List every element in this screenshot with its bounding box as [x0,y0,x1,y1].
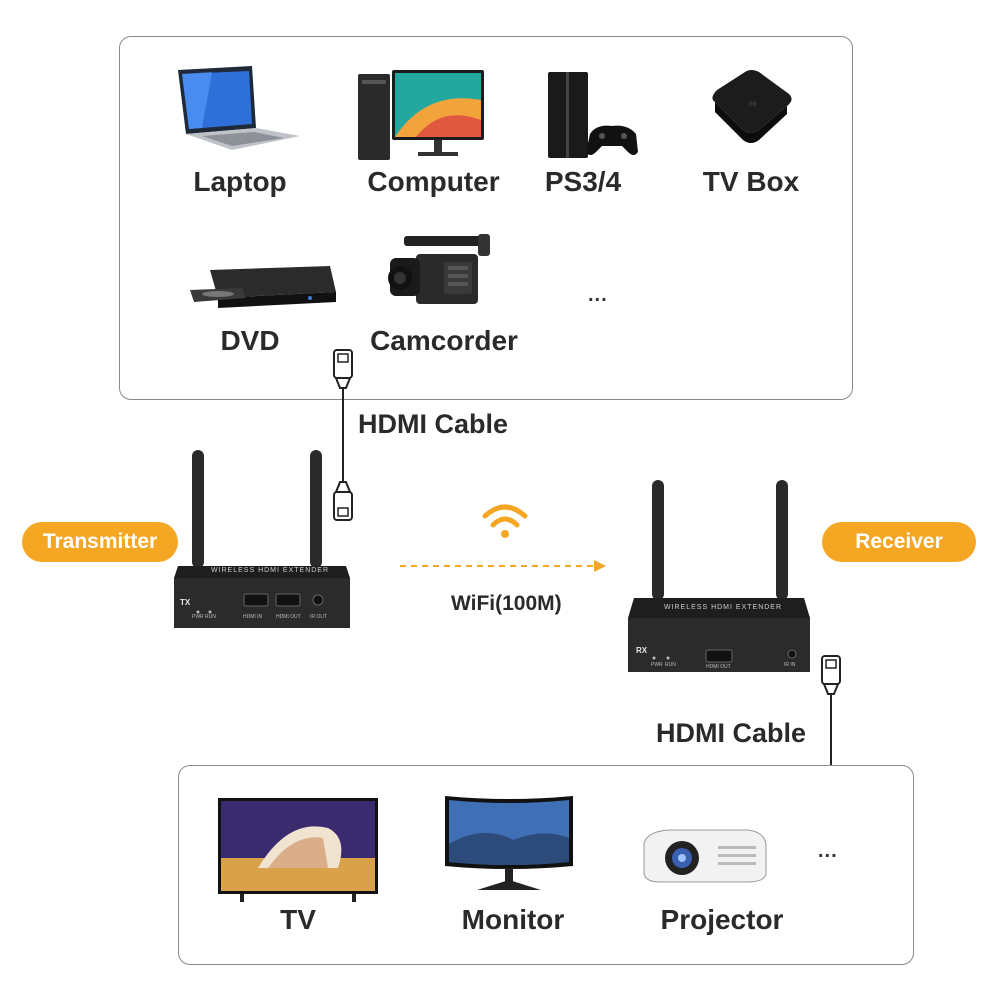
camcorder-icon [386,232,498,314]
transmitter-port-hdmi-out: HDMI OUT [276,614,301,620]
dvd-player-icon [190,262,340,312]
display-label-tv: TV [280,904,316,935]
monitor-icon [443,794,575,894]
source-label-laptop: Laptop [193,166,287,197]
receiver-title: WIRELESS HDMI EXTENDER [663,604,783,611]
transmitter-port-hdmi-in: HDMI IN [243,614,263,620]
source-label-tvbox: TV Box [702,166,800,197]
transmitter-device [172,446,352,630]
display-label-projector: Projector [660,904,784,935]
receiver-led-run: RUN [665,662,676,668]
transmitter-port-ir-out: IR OUT [310,614,327,620]
transmitter-badge: Transmitter [22,522,178,562]
source-label-dvd: DVD [220,325,280,356]
receiver-badge: Receiver [822,522,976,562]
wifi-icon [481,502,529,542]
receiver-led-pwr: PWR [651,662,663,668]
hdmi-cable-top [326,348,362,524]
receiver-model: RX [636,646,648,655]
receiver-port-hdmi-out: HDMI OUT [706,664,731,670]
tv-box-icon: mi [705,68,797,148]
top-cable-label: HDMI Cable [358,409,509,439]
transmitter-led-pwr: PWR [192,614,204,620]
wifi-arrow [398,558,608,574]
source-label-computer: Computer [367,166,500,197]
bottom-cable-label: HDMI Cable [656,718,807,748]
svg-text:mi: mi [749,101,757,108]
wifi-speed-label: WiFi(100M) [451,592,562,615]
display-label-monitor: Monitor [461,904,565,935]
source-label-camcorder: Camcorder [370,325,518,356]
more-sources-ellipsis: ... [588,284,608,306]
more-displays-ellipsis: ... [818,840,838,862]
transmitter-led-run: RUN [205,614,216,620]
computer-icon [356,70,486,162]
playstation-icon [546,72,638,162]
transmitter-title: WIRELESS HDMI EXTENDER [210,567,330,574]
laptop-icon [172,66,302,154]
transmitter-model: TX [180,598,191,607]
source-label-ps: PS3/4 [544,166,622,197]
receiver-port-ir-in: IR IN [784,662,796,668]
tv-icon [218,798,378,902]
projector-icon [638,824,770,886]
receiver-device [626,478,812,674]
